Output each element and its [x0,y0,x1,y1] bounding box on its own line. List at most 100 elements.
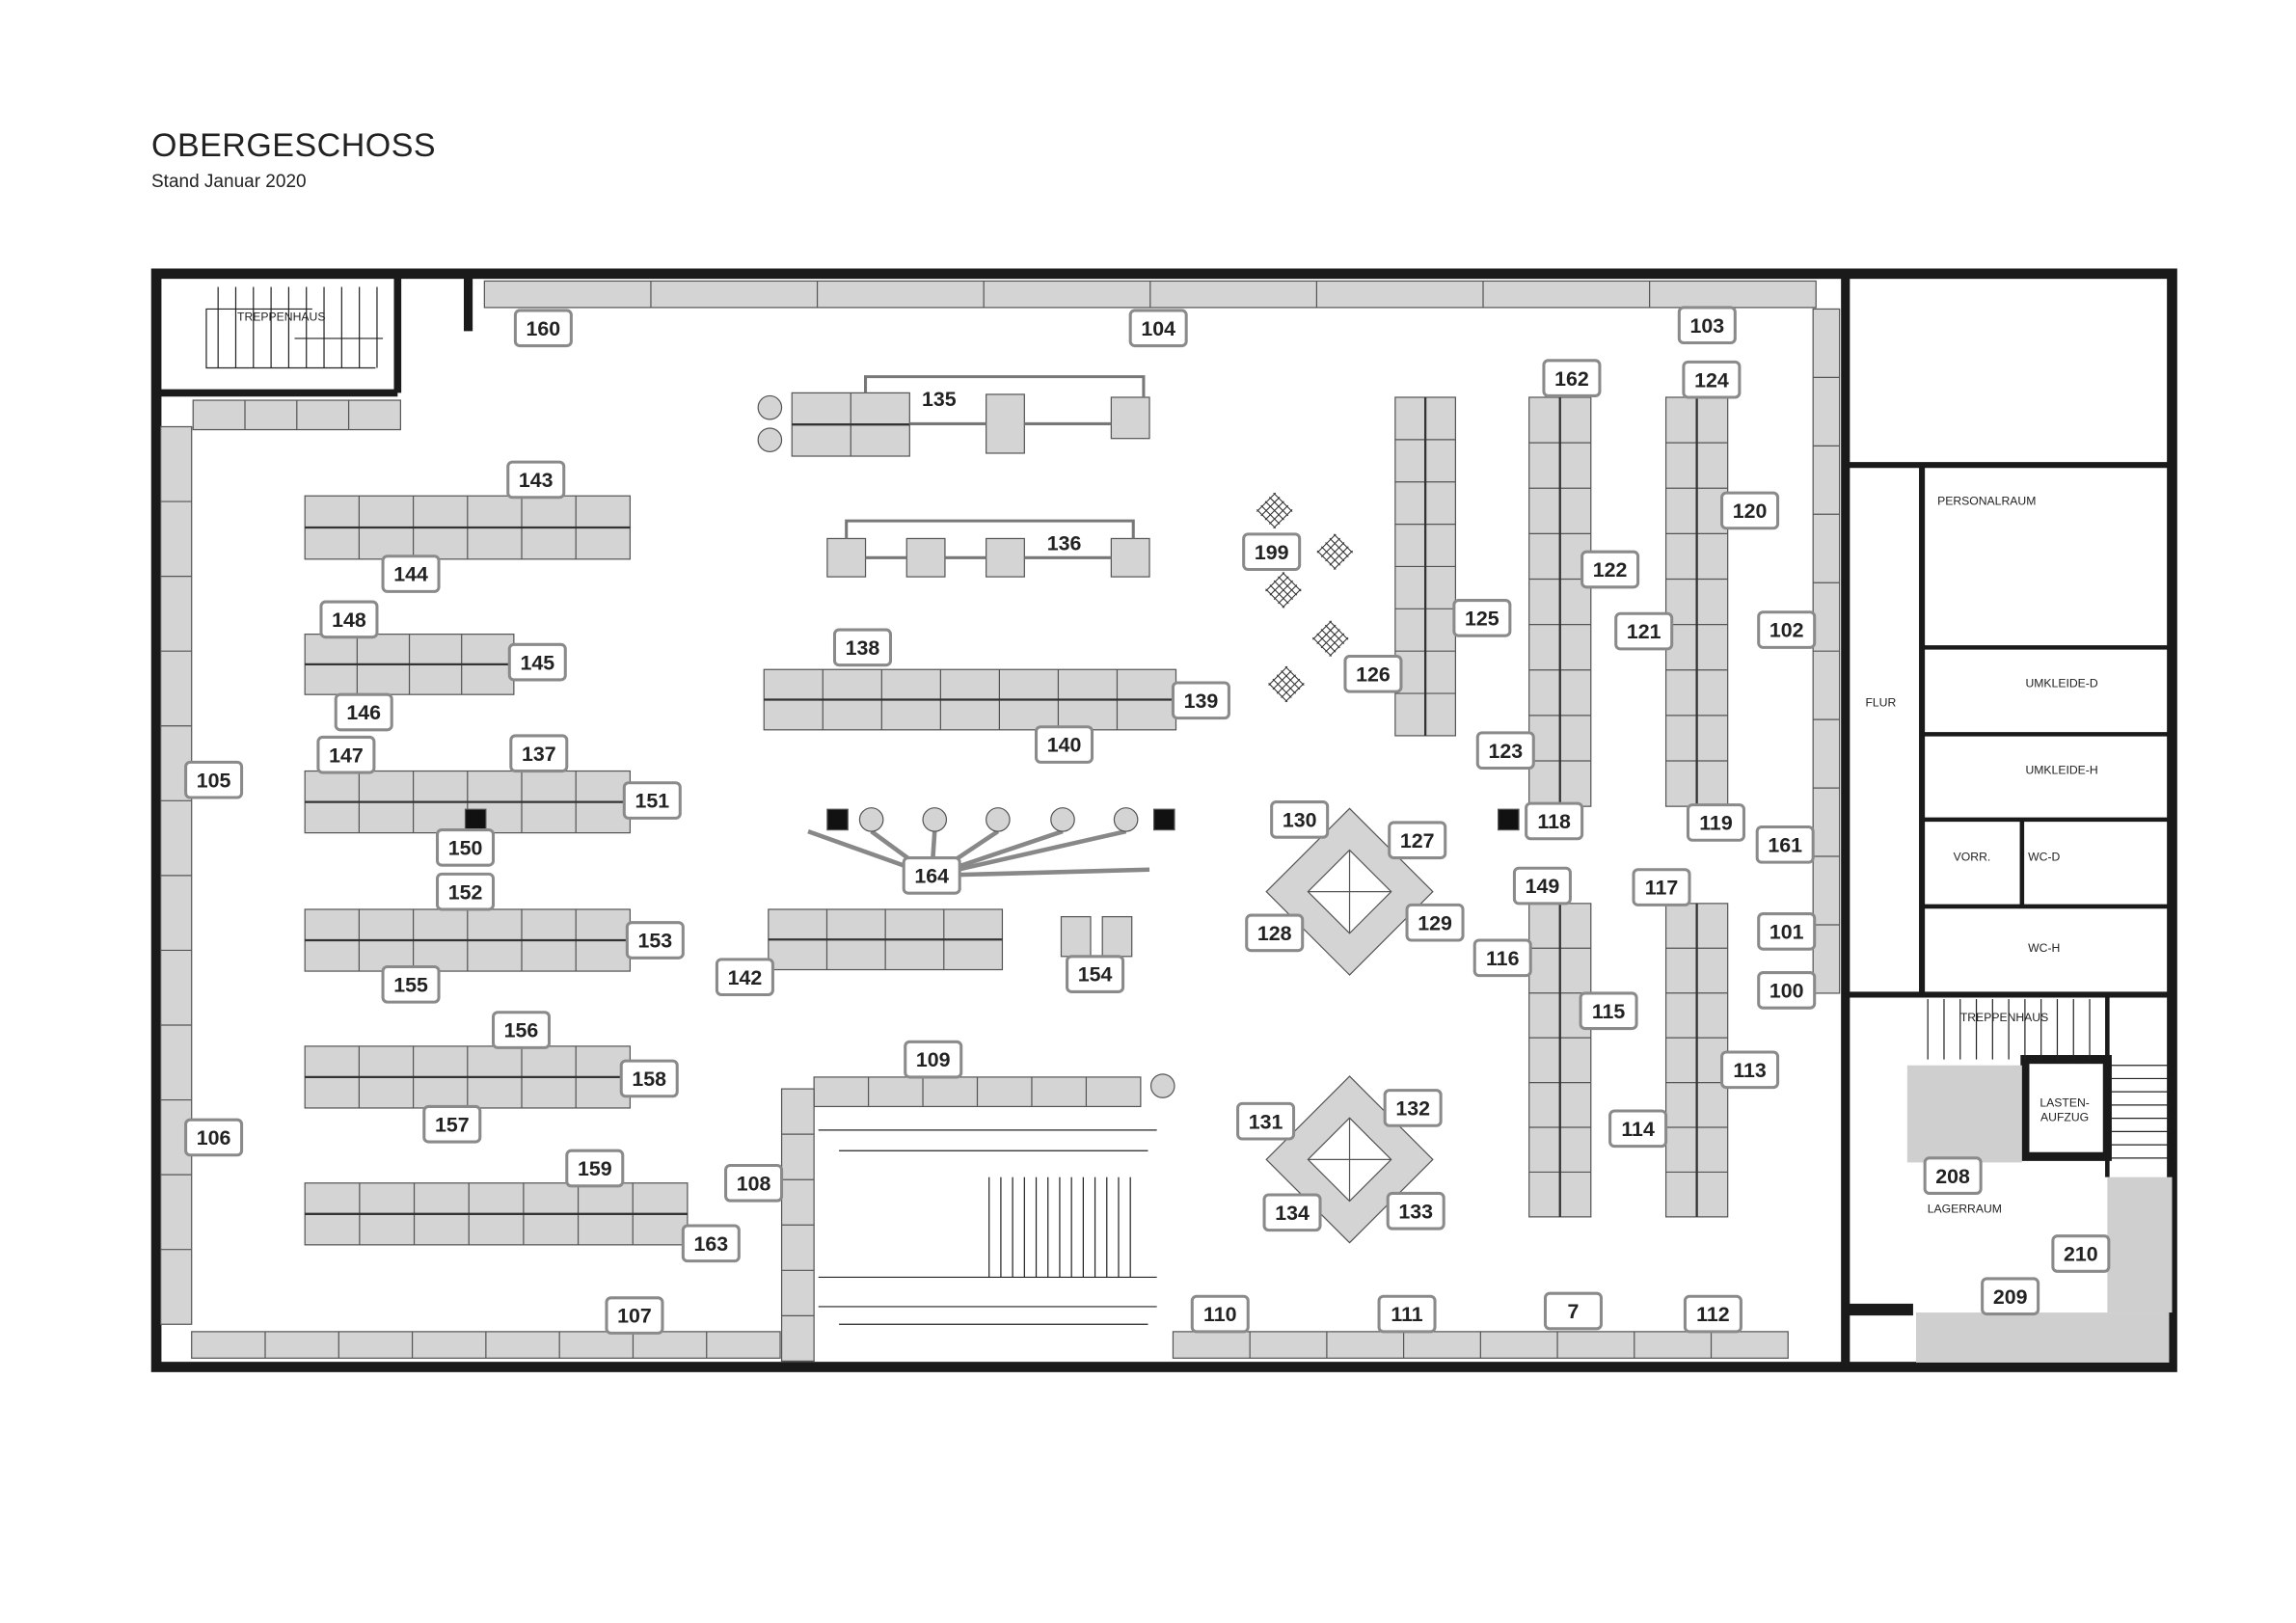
shelf-number: 123 [1488,740,1523,763]
shelf-label-137: 137 [509,734,569,773]
shelf-number: 129 [1418,911,1452,934]
shelf-unit [763,668,1177,731]
shelf-number: 151 [635,790,669,813]
shelf-number: 134 [1275,1202,1310,1225]
shelf-number: 145 [520,651,554,674]
pillar [826,808,849,831]
shelf-number: 119 [1699,812,1733,835]
shelf-number: 112 [1696,1303,1730,1326]
shelf-unit [191,1331,781,1359]
shelf-unit [1394,396,1457,737]
shelf-label-155: 155 [381,964,441,1004]
shelf-label-152: 152 [435,872,496,911]
shelf-number: 210 [2064,1243,2098,1266]
room-label-changing-women: UMKLEIDE-D [2025,677,2097,690]
shelf-number: 199 [1255,541,1289,564]
shelf-label-125: 125 [1452,599,1512,637]
shelf-number: 128 [1257,922,1292,945]
shelf-unit [905,537,946,578]
shelf-number: 125 [1465,607,1499,630]
shelf-number: 144 [393,563,428,586]
shelf-unit [791,392,910,457]
walls [150,268,2177,1372]
shelf-label-208: 208 [1923,1156,1983,1195]
shelf-unit [986,393,1025,454]
shelf-label-143: 143 [506,460,566,500]
shelf-unit [1110,396,1150,440]
room-label-anteroom: VORR. [1954,851,1991,864]
room-label-wc-women: WC-D [2028,851,2060,864]
shelf-number: 100 [1769,980,1804,1003]
shelf-label-161: 161 [1755,825,1815,864]
shelf-label-148: 148 [319,600,379,639]
round-display [922,807,948,832]
shelf-number: 120 [1733,500,1768,523]
hatched-table [1256,492,1293,529]
shelf-label-156: 156 [491,1011,552,1049]
shelf-label-153: 153 [625,921,685,960]
shelf-number: 208 [1935,1165,1970,1188]
shelf-unit [483,280,1817,309]
shelf-label-162: 162 [1542,359,1602,397]
shelf-number: 162 [1554,367,1589,391]
shelf-unit [1812,308,1841,994]
round-display [858,807,884,832]
shelf-label-117: 117 [1632,868,1691,906]
shelf-label-112: 112 [1683,1294,1742,1334]
shelf-label-142: 142 [715,958,774,996]
room-label-storage: LAGERRAUM [1928,1202,2002,1215]
shelf-number: 116 [1486,947,1520,970]
shelf-label-115: 115 [1579,991,1638,1031]
pillar [464,808,487,831]
shelf-unit [1110,537,1150,578]
shelf-label-131: 131 [1236,1101,1296,1141]
shelf-label-138: 138 [832,628,893,667]
shelf-number: 156 [504,1019,539,1042]
shelving-units [160,280,1841,1363]
shelf-label-119: 119 [1686,803,1745,842]
shelf-number: 118 [1537,810,1571,833]
shelf-unit [304,1045,632,1109]
shelf-label-132: 132 [1383,1089,1443,1127]
shelf-unit [160,425,193,1325]
shelf-number: 157 [435,1113,470,1136]
shelf-number: 101 [1769,920,1804,943]
shelf-label-210: 210 [2051,1234,2111,1273]
shelf-unit [304,1182,689,1246]
round-display [1113,807,1139,832]
room-labels: TREPPENHAUS PERSONALRAUM FLUR UMKLEIDE-D… [237,311,2098,1216]
hatched-table [1311,620,1349,657]
shelf-number: 154 [1078,963,1113,987]
page-title: OBERGESCHOSS [151,127,437,164]
shelf-number: 139 [1184,690,1219,713]
shelf-label-145: 145 [507,642,567,682]
shelf-label-102: 102 [1757,610,1817,649]
shelf-number: 153 [638,930,673,953]
shelf-number: 159 [578,1157,612,1180]
shelf-number: 137 [522,743,556,766]
room-label-stairwell-left: TREPPENHAUS [237,311,325,324]
shelf-number: 158 [632,1068,666,1091]
shelf-label-146: 146 [334,692,393,732]
shelf-number: 115 [1592,1000,1626,1023]
shelf-label-101: 101 [1757,912,1817,951]
shelf-number: 143 [519,469,554,492]
shelf-label-209: 209 [1981,1277,2040,1316]
shelf-unit [986,537,1025,578]
shelf-label-116: 116 [1472,938,1532,978]
shelf-label-159: 159 [565,1149,625,1188]
shelf-label-110: 110 [1190,1294,1250,1334]
shelf-label-154: 154 [1066,955,1125,993]
shelf-number: 150 [448,837,483,860]
room-label-stairwell-right: TREPPENHAUS [1960,1011,2048,1024]
room-label-freight-elevator: LASTEN- [2039,1096,2089,1109]
shelf-label-130: 130 [1270,800,1330,839]
shelf-unit [1172,1331,1789,1359]
shelf-number: 160 [527,317,561,340]
shelf-unit [1664,903,1729,1218]
round-display [757,394,783,420]
shelf-unit [304,495,632,560]
shelf-label-105: 105 [184,760,244,799]
hatched-table [1316,533,1354,570]
shelf-unit [1528,396,1592,807]
